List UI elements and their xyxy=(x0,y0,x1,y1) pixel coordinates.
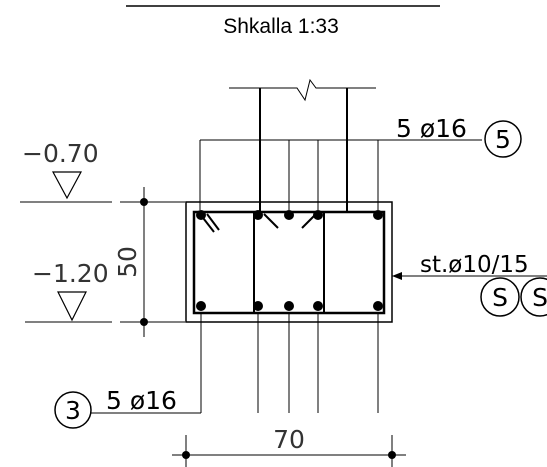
width-dim-tick-right xyxy=(388,451,396,459)
stirrup-mark-1: S xyxy=(492,283,508,312)
height-dimension-label: 50 xyxy=(113,246,142,278)
width-dimension-label: 70 xyxy=(273,425,305,454)
stirrup-label: st.ø10/15 xyxy=(420,252,529,278)
top-rebars xyxy=(196,210,383,220)
stirrup-mark-circle-1 xyxy=(480,277,520,317)
height-dimension xyxy=(120,187,185,337)
inner-stirrup xyxy=(253,211,325,314)
top-rebar-extension-lines xyxy=(199,140,379,210)
top-rebar-label: 5 ø16 xyxy=(396,114,467,143)
bottom-rebar-label: 5 ø16 xyxy=(106,386,177,415)
stirrup-leader-arrow xyxy=(392,272,402,280)
stirrup-mark-circle-2 xyxy=(520,277,547,317)
top-rebar-mark-circle xyxy=(484,120,522,158)
bottom-rebar-extension-lines xyxy=(200,312,379,413)
height-dim-tick-bottom xyxy=(140,318,148,326)
stirrup-mark-2: S xyxy=(532,283,547,312)
width-dim-tick-left xyxy=(182,451,190,459)
bottom-rebar-mark: 3 xyxy=(65,396,81,425)
bottom-rebar-mark-circle xyxy=(54,391,92,429)
scale-title: Shkalla 1:33 xyxy=(223,15,339,38)
outer-stirrup xyxy=(192,210,386,315)
level-bottom-triangle xyxy=(57,291,87,322)
top-rebar-mark: 5 xyxy=(495,125,511,154)
level-top-label: −0.70 xyxy=(22,139,99,168)
level-top-triangle xyxy=(51,171,83,200)
column-break-line xyxy=(229,78,376,102)
height-dim-tick-top xyxy=(140,198,148,206)
level-bottom-label: −1.20 xyxy=(32,259,109,288)
bottom-rebars xyxy=(196,301,383,311)
